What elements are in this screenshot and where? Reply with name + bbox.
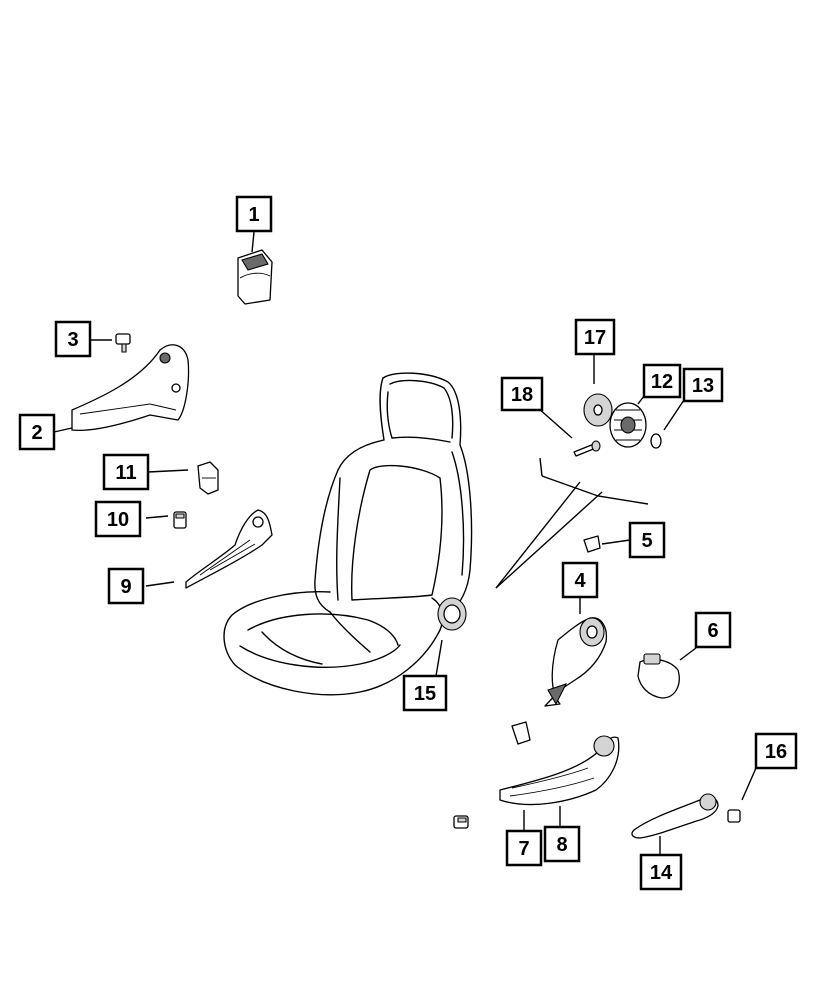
callout-11: 11 [102,453,150,491]
callout-7: 7 [505,829,543,867]
callout-13: 13 [682,367,724,403]
callout-2: 2 [18,413,56,451]
leader-lines [53,231,757,854]
callout-10-label: 10 [107,509,129,531]
callout-13-label: 13 [692,375,714,397]
callout-8: 8 [543,825,581,863]
callout-1: 1 [235,195,273,233]
part-11-clip [197,461,219,495]
callout-7-label: 7 [518,838,529,860]
callout-12-label: 12 [651,371,673,393]
callout-17-label: 17 [584,327,606,349]
callout-14-label: 14 [650,862,673,884]
callout-3: 3 [54,320,92,358]
part-9-bracket [185,509,273,589]
part-16-bolt [727,809,741,823]
callout-10: 10 [94,500,142,538]
callout-6: 6 [694,611,732,649]
callout-5-label: 5 [641,530,652,552]
callout-5: 5 [628,521,666,559]
callout-16-label: 16 [765,741,787,763]
part-8-clip [511,721,531,745]
callout-11-label: 11 [115,462,136,484]
callout-18: 18 [500,376,544,412]
part-3-screw [115,333,131,353]
callout-17: 17 [574,318,616,356]
callout-3-label: 3 [67,329,78,351]
part-7-bolt [453,815,469,829]
part-2-shield [71,344,190,431]
callout-1-label: 1 [248,204,259,226]
callout-6-label: 6 [707,620,718,642]
callout-4: 4 [561,561,599,599]
knob-stack [495,393,662,589]
callout-2-label: 2 [31,422,42,444]
callout-15-label: 15 [414,683,436,705]
part-1-guide [237,249,273,305]
callout-16: 16 [754,732,798,770]
callout-14: 14 [639,853,683,891]
callout-15: 15 [402,674,448,712]
part-8-shield [499,735,620,806]
part-10-bolt [173,511,187,529]
part-5-clip [583,535,601,553]
part-6-handle [637,653,680,699]
seat-assembly [223,372,473,696]
callout-8-label: 8 [556,834,567,856]
part-4-cover [544,617,608,707]
callout-4-label: 4 [574,570,586,592]
callout-18-label: 18 [511,384,533,406]
callout-9: 9 [107,567,145,605]
part-14-lever [631,793,719,839]
callout-9-label: 9 [120,576,131,598]
callout-12: 12 [642,363,682,399]
